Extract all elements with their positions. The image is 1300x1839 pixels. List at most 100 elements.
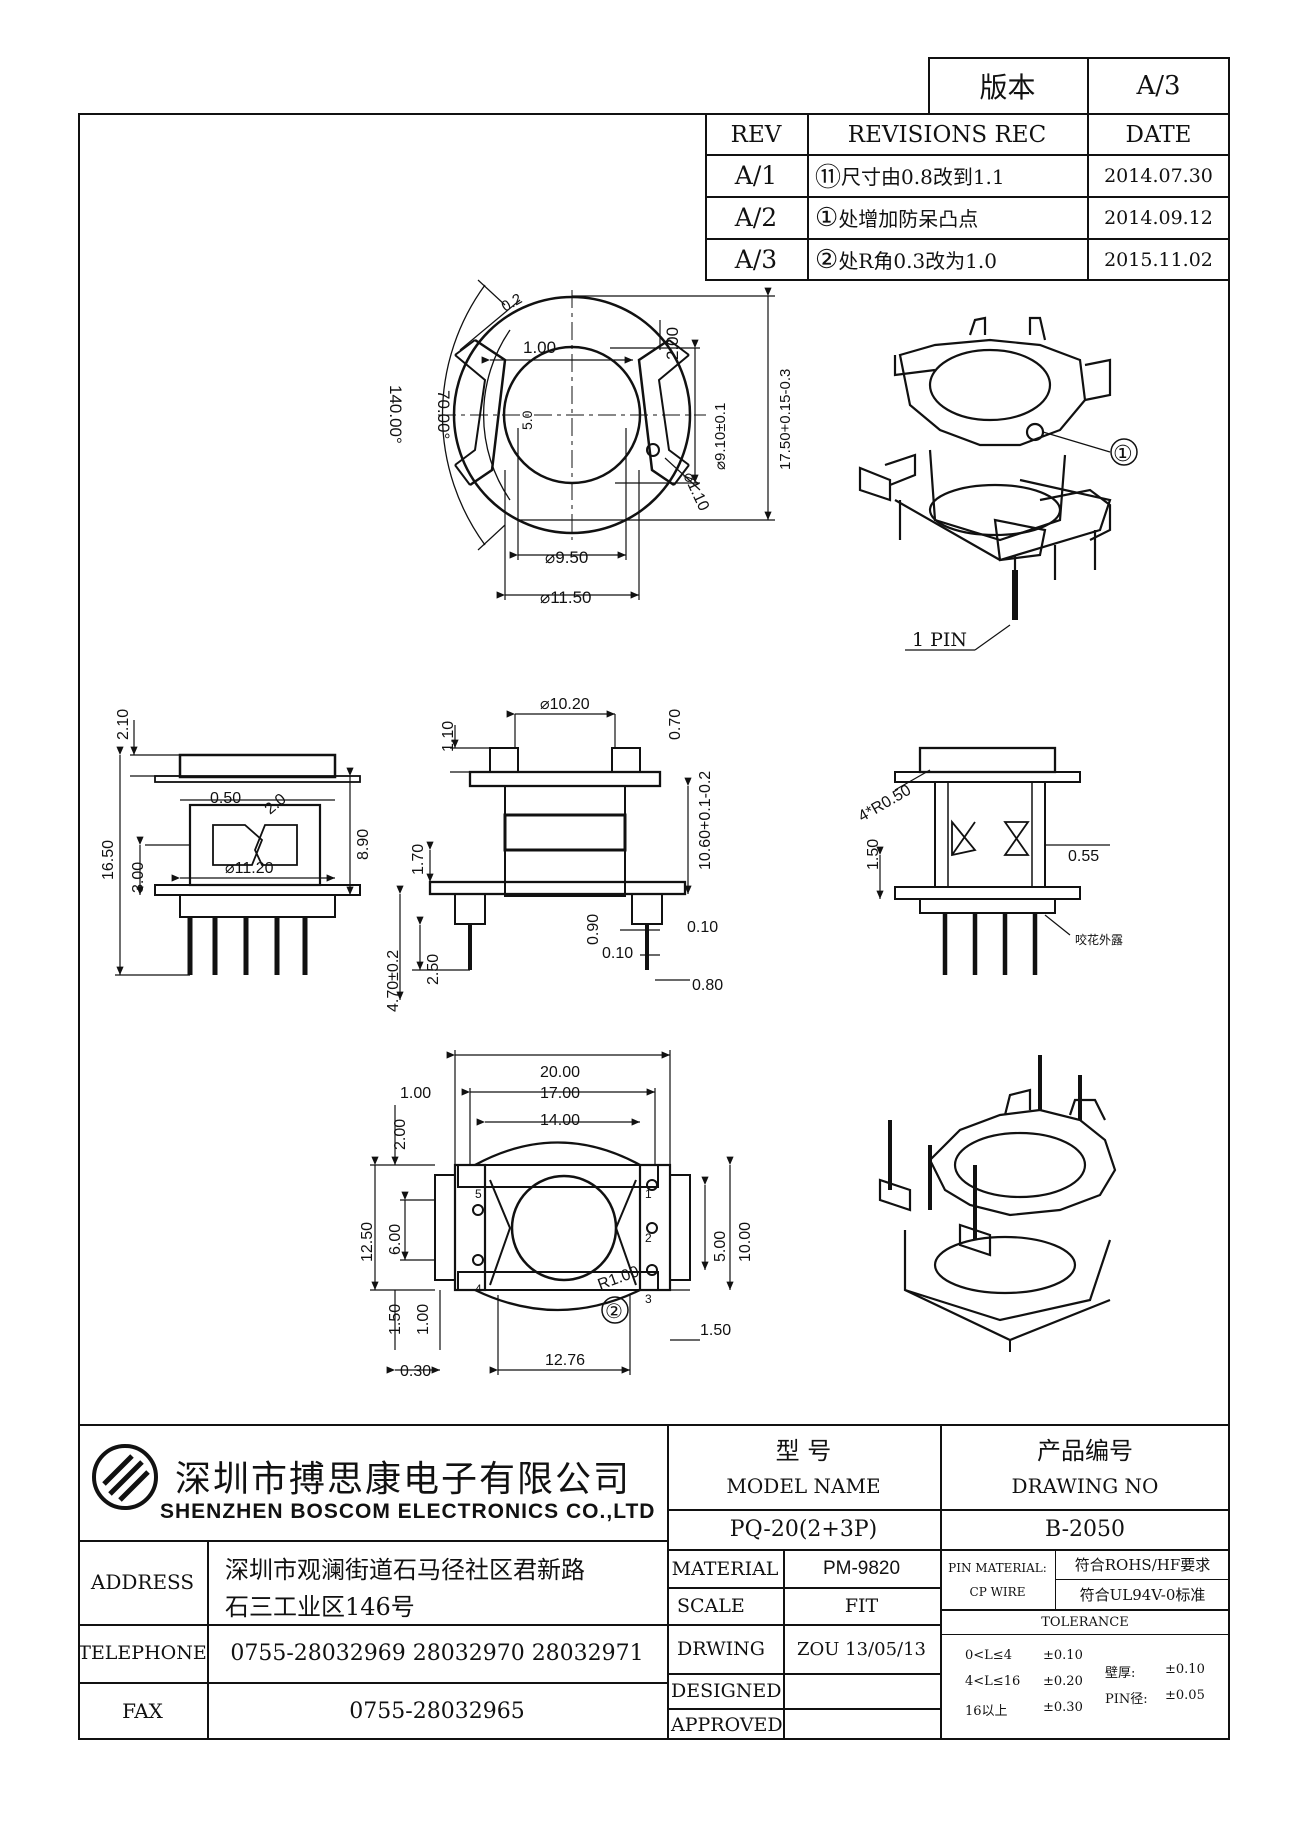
dim-bot-1-00-left: 1.00 [415,1304,432,1335]
dim-front-1-10: 1.10 [440,721,457,752]
address-line-1: 深圳市观澜街道石马径社区君新路 [225,1556,585,1584]
pin-no-1: 1 [645,1187,652,1201]
version-value: A/3 [1136,71,1181,101]
dim-left-8-90: 8.90 [355,829,372,860]
callout-1: ① [1113,441,1133,466]
dim-bot-1-50-left: 1.50 [387,1304,404,1335]
dim-front-0-80: 0.80 [692,977,723,994]
right-view [876,746,1110,975]
wall-label: 壁厚: [1105,1666,1136,1681]
technical-drawing: 0.2 1.00 2.00 140.00° 70.00° 5.0 ⌀9.10±0… [100,279,1138,1380]
dim-left-16-50: 16.50 [100,840,117,880]
dim-bot-17-00: 17.00 [540,1085,580,1102]
drwing-value: ZOU 13/05/13 [797,1638,926,1660]
wall-value: ±0.10 [1165,1662,1205,1677]
title-block-row-line-1 [667,1509,1230,1511]
telephone-label: TELEPHONE [78,1642,207,1664]
tolerance-header: TOLERANCE [1041,1614,1129,1630]
dim-front-0-10-b: 0.10 [602,945,633,962]
title-block-label-divider [207,1540,209,1740]
bottom-view [370,1050,734,1375]
tolerance-top-line [940,1609,1230,1611]
model-value: PQ-20(2+3P) [729,1517,878,1542]
dim-bot-1-00-top: 1.00 [400,1085,431,1102]
address-line-2: 石三工业区146号 [225,1593,415,1621]
rev-row-2-date: 2014.09.12 [1104,206,1213,229]
tol-row-3-range: 16以上 [965,1704,1008,1719]
mat-row-2 [667,1624,940,1626]
rev-row-line-1 [705,154,1230,156]
top-view [438,279,775,600]
dim-bot-1-50-right: 1.50 [700,1322,731,1339]
version-divider [1087,57,1089,115]
mat-row-3 [667,1673,940,1675]
dim-top-1-10: ⌀1.10 [679,470,712,514]
rev-row-3-desc: 处R角0.3改为1.0 [838,249,997,273]
title-block-row-line-tel [78,1682,667,1684]
mat-row-1 [667,1587,940,1589]
title-block-row-line-2 [667,1549,1230,1551]
dim-front-0-90: 0.90 [585,914,602,945]
pin-material-label: PIN MATERIAL: [948,1561,1047,1575]
company-name-en: SHENZHEN BOSCOM ELECTRONICS CO.,LTD [160,1500,656,1523]
pin-1-label: 1 PIN [912,629,967,651]
dim-front-10-20: ⌀10.20 [540,696,590,713]
rev-header: REV [730,121,782,148]
tol-row-1-range: 0<L≤4 [965,1648,1012,1663]
dim-bot-6-00: 6.00 [387,1224,404,1255]
dim-left-2-10: 2.10 [115,709,132,740]
rev-row-3-rev: A/3 [734,245,778,274]
drawing-no-header-en: DRAWING NO [1011,1474,1159,1498]
scale-label: SCALE [677,1595,745,1617]
dim-top-9-50: ⌀9.50 [545,548,588,567]
dim-top-11-50: ⌀11.50 [540,588,592,607]
dim-bot-20-00: 20.00 [540,1064,580,1081]
dim-bot-5-00: 5.00 [712,1231,729,1262]
dim-left-2-0: 2.0 [262,791,290,818]
rev-row-line-3 [705,238,1230,240]
dim-top-0-2: 0.2 [499,290,526,315]
fax-label: FAX [122,1699,163,1723]
dim-bot-0-30: 0.30 [400,1363,431,1380]
mat-row-4 [667,1708,940,1710]
rev-row-2-mark: ① [815,202,839,233]
dim-top-70: 70.00° [434,390,453,439]
rev-row-1-rev: A/1 [734,161,778,190]
title-block-row-line-addr [78,1624,667,1626]
dim-bot-12-76: 12.76 [545,1352,585,1369]
iso-view-top [858,316,1138,651]
rev-row-1-date: 2014.07.30 [1104,164,1213,187]
model-header-cn: 型 号 [775,1436,832,1465]
date-header: DATE [1125,121,1192,148]
pin-no-2: 2 [645,1231,652,1245]
pin-no-3: 3 [645,1292,652,1306]
telephone-value: 0755-28032969 28032970 28032971 [230,1640,644,1666]
tol-row-2-value: ±0.20 [1043,1674,1083,1689]
dim-front-10-60: 10.60+0.1-0.2 [697,771,714,870]
tol-row-3-value: ±0.30 [1043,1700,1083,1715]
pin-row-line [1055,1579,1230,1580]
pin-no-5: 5 [475,1187,482,1201]
company-logo [92,1444,158,1510]
tol-row-1-value: ±0.10 [1043,1648,1083,1663]
address-label: ADDRESS [90,1570,195,1594]
pin-dia-value: ±0.05 [1165,1688,1205,1703]
dim-bot-10-00: 10.00 [737,1222,754,1262]
rev-row-3-mark: ② [815,244,839,275]
title-block-row-line-left [78,1540,667,1542]
drawing-no-header-cn: 产品编号 [1037,1436,1133,1465]
pin-material-value: 符合ROHS/HF要求 [1074,1556,1211,1574]
dim-front-4-70: 4.70±0.2 [385,950,402,1012]
tol-row-2-range: 4<L≤16 [965,1674,1021,1689]
rev-row-1-mark: ⑪ [815,163,842,193]
tolerance-header-line [940,1634,1230,1635]
title-block-divider-1 [667,1424,669,1740]
dim-top-1-00: 1.00 [523,338,556,357]
dim-top-140: 140.00° [386,385,405,444]
rev-row-2-rev: A/2 [734,203,778,232]
dim-bot-14-00: 14.00 [540,1112,580,1129]
rev-row-3-date: 2015.11.02 [1104,248,1213,271]
rev-row-1-text: ⑪ 尺寸由0.8改到1.1 [807,155,1087,196]
dim-bot-2-00: 2.00 [392,1119,409,1150]
left-view [115,720,361,976]
